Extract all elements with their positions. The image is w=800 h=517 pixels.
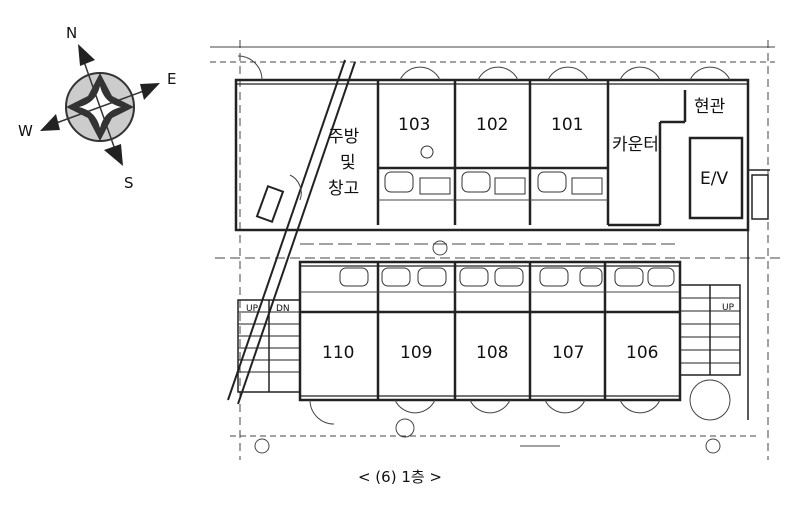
south-arrow-icon [104, 144, 123, 166]
west-arrow-icon [40, 114, 60, 131]
bathroom-fixtures-bottom [300, 267, 680, 293]
dimension-lines [210, 40, 785, 460]
left-stair-down-label: DN [276, 304, 290, 314]
top-block-walls [234, 78, 770, 232]
room-107-label: 107 [552, 343, 584, 363]
compass-north-label: N [66, 24, 77, 42]
right-stair [679, 174, 769, 421]
compass-south-label: S [124, 174, 134, 192]
counter-label: 카운터 [612, 135, 659, 155]
door-arcs-top [237, 55, 731, 81]
room-106-label: 106 [626, 343, 658, 363]
corridor [300, 240, 680, 256]
elevator-label: E/V [700, 169, 728, 189]
room-109-label: 109 [400, 343, 432, 363]
diagonal-wall [227, 59, 356, 405]
kitchen-label-line3: 창고 [328, 179, 359, 199]
kitchen-label-line2: 및 [340, 153, 356, 173]
kitchen-label-line1: 주방 [328, 127, 360, 147]
bathroom-fixtures-top [378, 145, 608, 201]
floor-caption: < (6) 1층 > [357, 468, 443, 486]
compass-rose: N E S W [18, 24, 176, 192]
room-110-label: 110 [322, 343, 354, 363]
left-stair-up-label: UP [246, 304, 259, 314]
east-arrow-icon [140, 83, 160, 100]
right-stair-up-label: UP [722, 303, 735, 313]
door-arcs-bottom [254, 399, 721, 454]
left-stair [237, 299, 301, 393]
room-103-label: 103 [398, 115, 430, 135]
room-101-label: 101 [551, 115, 583, 135]
room-108-label: 108 [476, 343, 508, 363]
room-102-label: 102 [476, 115, 508, 135]
compass-west-label: W [18, 122, 33, 140]
north-arrow-icon [78, 44, 95, 66]
compass-east-label: E [167, 70, 176, 88]
entrance-label: 현관 [694, 97, 725, 117]
